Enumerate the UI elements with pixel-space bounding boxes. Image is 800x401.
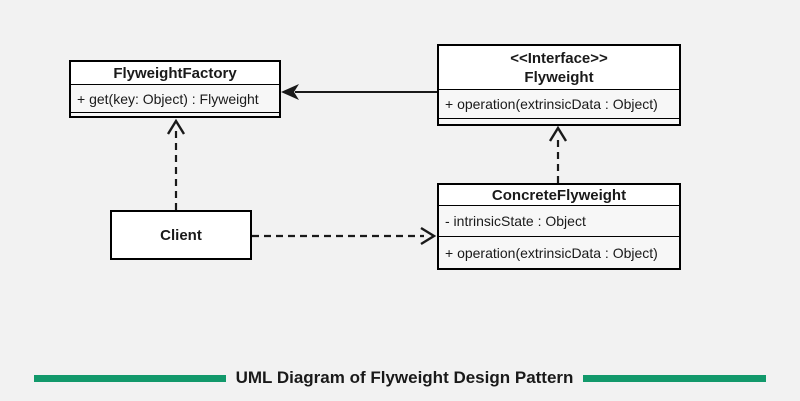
- caption-bar-left: [33, 374, 226, 382]
- class-name: Flyweight: [524, 68, 594, 86]
- class-name: Client: [112, 212, 250, 258]
- diagram-title: UML Diagram of Flyweight Design Pattern: [235, 368, 574, 387]
- interface-box-flyweight: <<Interface>> Flyweight + operation(extr…: [437, 44, 681, 126]
- stereotype-label: <<Interface>>: [510, 49, 608, 67]
- class-box-client: Client: [110, 210, 252, 260]
- arrow-flyweight-to-flyweightfactory: [281, 84, 437, 100]
- class-method: + get(key: Object) : Flyweight: [71, 85, 279, 113]
- open-arrowhead-icon: [548, 125, 568, 142]
- class-method: + operation(extrinsicData : Object): [439, 237, 679, 268]
- class-box-concrete-flyweight: ConcreteFlyweight - intrinsicState : Obj…: [437, 183, 681, 270]
- class-attribute: - intrinsicState : Object: [439, 206, 679, 237]
- caption-bar-right: [583, 374, 767, 382]
- class-name: FlyweightFactory: [71, 62, 279, 85]
- arrow-concreteflyweight-to-flyweight: [548, 125, 568, 183]
- arrow-client-to-flyweightfactory: [166, 118, 186, 210]
- class-name: ConcreteFlyweight: [439, 185, 679, 206]
- filled-arrowhead-icon: [281, 84, 299, 100]
- class-box-flyweight-factory: FlyweightFactory + get(key: Object) : Fl…: [69, 60, 281, 118]
- arrow-client-to-concreteflyweight: [252, 226, 437, 246]
- empty-compartment: [71, 113, 279, 116]
- diagram-caption: UML Diagram of Flyweight Design Pattern: [0, 364, 800, 392]
- empty-compartment: [439, 119, 679, 124]
- open-arrowhead-icon: [166, 118, 186, 135]
- open-arrowhead-icon: [420, 226, 437, 246]
- class-method: + operation(extrinsicData : Object): [439, 90, 679, 119]
